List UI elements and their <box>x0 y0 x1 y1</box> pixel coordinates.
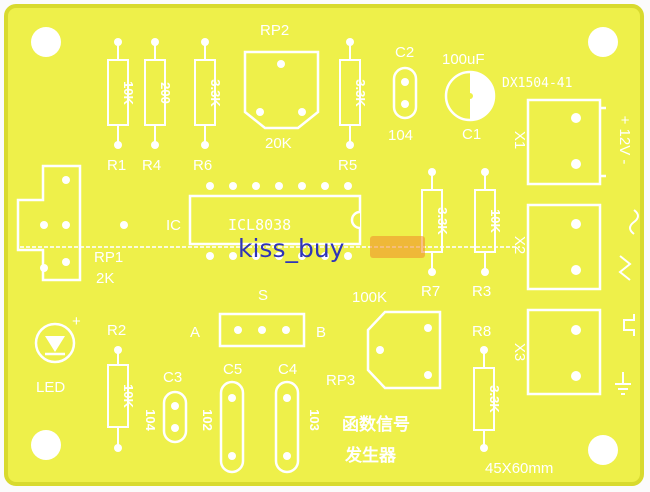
x3-label: X3 <box>511 343 528 361</box>
capacitor-pads <box>171 394 291 460</box>
led-label: LED <box>36 379 65 396</box>
rp2-pads <box>256 60 306 116</box>
r3-label: R3 <box>472 283 491 300</box>
rp3-pads <box>376 324 432 379</box>
x2-label: X2 <box>511 236 528 254</box>
ic-name: ICL8038 <box>228 216 291 234</box>
x1-label: X1 <box>511 131 528 149</box>
c2-value-label: 104 <box>388 127 413 144</box>
c3-label: C3 <box>163 369 182 386</box>
r6-value-label: 3.3K <box>208 79 223 107</box>
ic-label: IC <box>166 217 181 234</box>
r8-pads <box>480 346 488 452</box>
r1-label: R1 <box>107 157 126 174</box>
switch-outline <box>218 312 306 348</box>
terminal-pads <box>571 113 581 381</box>
rp3-label: RP3 <box>326 372 355 389</box>
r8-label: R8 <box>472 323 491 340</box>
switch-a-label: A <box>190 324 200 341</box>
rp2-label: RP2 <box>260 22 289 39</box>
c4-value-label: 103 <box>307 409 322 431</box>
rp3-value-label: 100K <box>352 289 387 306</box>
c1-value-label: 100uF <box>442 51 485 68</box>
rp1-label: RP1 <box>94 249 123 266</box>
r7-r3-pads <box>428 168 489 276</box>
c3-value-label: 104 <box>143 409 158 431</box>
capacitor-outlines <box>162 380 300 474</box>
rp2-outline <box>243 50 320 130</box>
r7-label: R7 <box>421 283 440 300</box>
mounting-holes <box>31 27 618 465</box>
ic-notch <box>350 210 361 230</box>
watermark-accent <box>370 236 425 258</box>
c2-outline <box>392 66 418 120</box>
r1-value-label: 10K <box>121 81 136 105</box>
switch-b-label: B <box>316 324 326 341</box>
resistor-r7-r3-silk <box>421 172 496 272</box>
c5-value-label: 102 <box>200 409 215 431</box>
switch-pads <box>234 326 290 334</box>
led-plus: + <box>72 313 81 330</box>
r7-value-label: 3.3K <box>435 207 450 235</box>
r5-value-label: 3.3K <box>353 79 368 107</box>
rp1-pads <box>40 176 128 272</box>
board-title-line2: 发生器 <box>344 445 397 466</box>
board-size: 45X60mm <box>485 460 553 477</box>
c1-polarity-shade <box>470 72 494 120</box>
rp2-value-label: 20K <box>265 135 292 152</box>
c1-label: C1 <box>462 126 481 143</box>
resistor-r8-silk <box>473 350 495 448</box>
r6-label: R6 <box>193 157 212 174</box>
board-title-line1: 函数信号 <box>342 414 410 435</box>
resistor-r2-silk <box>107 350 129 448</box>
led-symbol <box>45 336 65 352</box>
part-number: DX1504-41 <box>502 76 572 91</box>
r2-value-label: 10K <box>121 384 136 408</box>
r4-value-label: 200 <box>158 82 173 104</box>
led-outline <box>34 322 76 364</box>
terminal-blocks <box>526 98 606 396</box>
ic-pads <box>206 182 352 260</box>
resistor-r1-r4-r6-silk <box>107 42 361 145</box>
c4-label: C4 <box>278 361 297 378</box>
c5-label: C5 <box>223 361 242 378</box>
r2-pads <box>114 346 122 452</box>
r8-value-label: 3.3K <box>487 385 502 413</box>
c2-label: C2 <box>395 44 414 61</box>
c2-pads <box>401 78 409 108</box>
r2-label: R2 <box>107 322 126 339</box>
resistor-top-pads <box>114 38 354 149</box>
rp1-outline <box>16 164 82 282</box>
waveform-symbols <box>615 209 639 395</box>
r4-label: R4 <box>142 157 161 174</box>
power-label: + 12V - <box>616 116 633 165</box>
rp1-value-label: 2K <box>96 270 114 287</box>
switch-label: S <box>258 287 268 304</box>
watermark-text: kiss_buy <box>238 234 345 263</box>
rp3-outline <box>366 310 442 390</box>
r5-label: R5 <box>338 157 357 174</box>
r3-value-label: 10K <box>488 209 503 233</box>
